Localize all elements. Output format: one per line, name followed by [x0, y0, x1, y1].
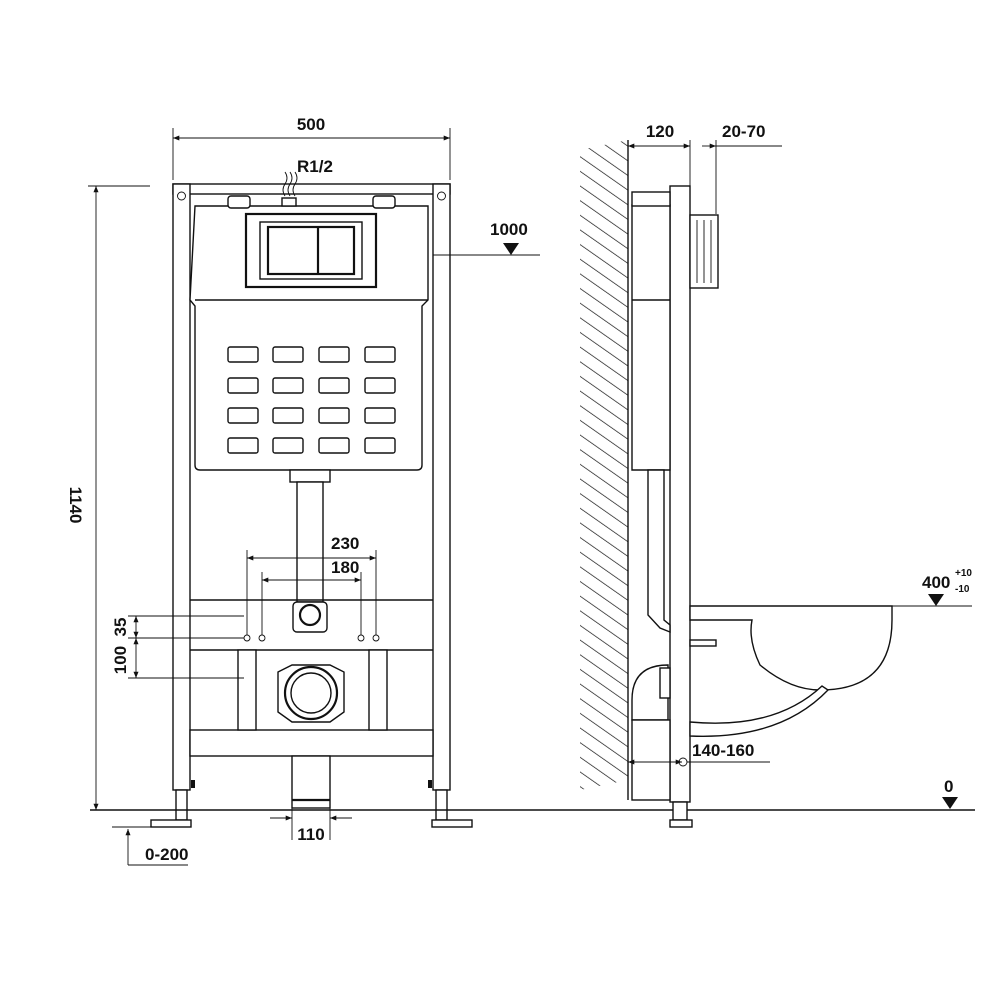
water-inlet — [281, 197, 297, 207]
offset-label: 35 — [111, 618, 130, 637]
bolt-hole — [357, 634, 365, 642]
cistern-body — [189, 205, 429, 471]
grid-cell — [318, 407, 350, 424]
bracket-post-right — [368, 649, 388, 731]
side-foot — [669, 819, 693, 828]
floor-level-label: 0 — [944, 777, 953, 796]
pan-height-label: 400 — [922, 573, 950, 592]
side-spigot — [689, 639, 717, 647]
pan-tolerance-minus: -10 — [955, 584, 970, 595]
grid-cell — [272, 407, 304, 424]
grid-cell — [227, 346, 259, 363]
side-leg — [672, 801, 688, 821]
grid-cell — [364, 437, 396, 454]
spacing-label: 100 — [111, 646, 130, 674]
grid-cell — [364, 377, 396, 394]
side-cistern — [631, 204, 671, 471]
grid-cell — [272, 346, 304, 363]
left-upright — [172, 183, 191, 791]
grid-cell — [364, 346, 396, 363]
mount-hole-left — [177, 191, 186, 201]
side-top-bracket — [631, 191, 671, 207]
flush-buttons — [266, 225, 356, 276]
cistern-grid — [227, 346, 396, 454]
height-label: 1140 — [66, 487, 85, 524]
crossbar-bottom — [189, 729, 434, 757]
bolt-hole — [258, 634, 266, 642]
grid-cell — [227, 377, 259, 394]
width-label: 500 — [297, 115, 325, 134]
bolt-hole — [243, 634, 251, 642]
left-foot — [150, 819, 192, 828]
top-rail — [172, 183, 451, 195]
drain-offset-label: 140-160 — [692, 741, 754, 760]
level-marker-0 — [942, 797, 958, 809]
grid-cell — [318, 437, 350, 454]
mount-hole-right — [437, 191, 446, 201]
flush-plate — [259, 221, 363, 280]
depth-label: 120 — [646, 122, 674, 141]
bolt-outer-label: 230 — [331, 534, 359, 553]
drain-outlet — [283, 665, 339, 721]
pan-tolerance-plus: +10 — [955, 568, 972, 579]
pan-connector — [292, 601, 328, 633]
leg-adjust-label: 0-200 — [145, 845, 188, 864]
button-height-label: 1000 — [490, 220, 528, 239]
bolt-hole — [372, 634, 380, 642]
grid-cell — [318, 346, 350, 363]
drain-flange — [277, 664, 345, 723]
level-marker-400 — [928, 594, 944, 606]
side-view: 120 20-70 400 +10 -10 140-160 0 — [580, 122, 972, 828]
side-lower-frame — [631, 719, 671, 801]
grid-cell — [227, 407, 259, 424]
grid-cell — [227, 437, 259, 454]
panel-offset-label: 20-70 — [722, 122, 765, 141]
bracket-post-left — [237, 649, 257, 731]
front-view: R1/2 — [66, 115, 975, 866]
toilet-bowl — [689, 605, 893, 691]
right-foot — [431, 819, 473, 828]
flush-plate-outline — [244, 212, 378, 289]
flush-pipe-coupling — [289, 469, 331, 483]
right-upright — [432, 183, 451, 791]
level-marker-1000 — [503, 243, 519, 255]
inlet-label: R1/2 — [297, 157, 333, 176]
drain-width-label: 110 — [297, 825, 324, 844]
bracket-left — [227, 195, 251, 209]
bolt-inner-label: 180 — [331, 558, 359, 577]
bracket-right — [372, 195, 396, 209]
water-symbol — [282, 171, 288, 197]
grid-cell — [318, 377, 350, 394]
flush-pipe — [296, 481, 324, 603]
toilet-bowl-underside — [689, 685, 830, 737]
grid-cell — [272, 377, 304, 394]
wall-hatching — [580, 140, 628, 790]
left-leg — [175, 789, 188, 821]
grid-cell — [364, 407, 396, 424]
side-drain-elbow — [631, 664, 669, 721]
grid-cell — [272, 437, 304, 454]
side-flush-pipe — [647, 469, 671, 634]
right-leg — [435, 789, 448, 821]
side-frame-column — [669, 185, 691, 803]
